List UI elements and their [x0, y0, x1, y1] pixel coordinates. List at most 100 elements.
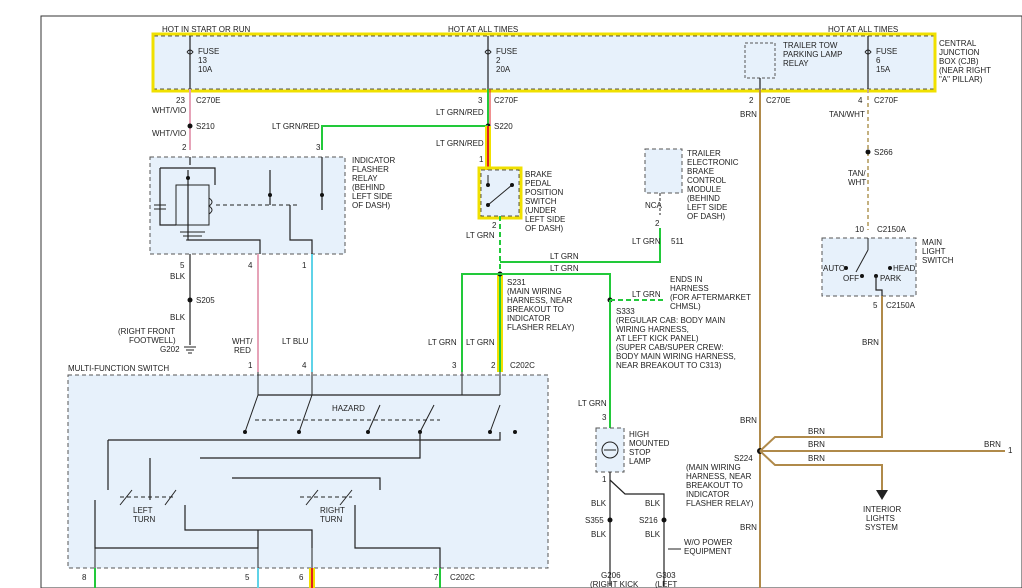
wire-label-brn-7: BRN [984, 440, 1001, 449]
splice-s210-dot [187, 123, 193, 129]
wire-label-lt-grn-3: LT GRN [550, 252, 579, 261]
svg-text:CONTROL: CONTROL [687, 176, 727, 185]
splice-s210: S210 [196, 122, 215, 131]
interior-lights-1: INTERIOR [863, 505, 901, 514]
cjb-highlight [151, 32, 937, 93]
wire-label-lt-grn-4: LT GRN [550, 264, 579, 273]
wire-brn-main-light [759, 316, 883, 452]
label-hot-all-times-1: HOT AT ALL TIMES [448, 25, 518, 34]
fuse-6: FUSE 6 15A [864, 36, 897, 89]
wire-label-tan-wht-2b: WHT [848, 178, 866, 187]
note-s333-3: WIRING HARNESS, [616, 325, 689, 334]
svg-text:PARK: PARK [880, 274, 902, 283]
note-s333-1: S333 [616, 307, 635, 316]
pin-flasher-4: 4 [248, 261, 253, 270]
connector-c2150a-bot: C2150A [886, 301, 916, 310]
left-turn-label-1: LEFT [133, 506, 153, 515]
svg-text:OFF: OFF [843, 274, 859, 283]
note-s224-4: BREAKOUT TO [686, 481, 743, 490]
splice-s216-dot [661, 517, 667, 523]
trailer-tow-relay: TRAILER TOW PARKING LAMP RELAY [744, 41, 842, 89]
svg-text:STOP: STOP [629, 448, 651, 457]
cjb-label-4: (NEAR RIGHT [939, 66, 991, 75]
pin-4: 4 [858, 96, 863, 105]
wire-label-brn-5: BRN [808, 440, 825, 449]
note-s224-6: FLASHER RELAY) [686, 499, 754, 508]
svg-text:AUTO: AUTO [823, 264, 845, 273]
svg-text:MAIN: MAIN [922, 238, 942, 247]
ground-g202-icon [184, 346, 196, 354]
note-s333-2: (REGULAR CAB: BODY MAIN [616, 316, 725, 325]
svg-text:13: 13 [198, 56, 207, 65]
cjb-label-5: "A" PILLAR) [939, 75, 983, 84]
pin-brake-1: 1 [479, 155, 484, 164]
note-s224-1: S224 [734, 454, 753, 463]
note-s333-7: NEAR BREAKOUT TO C313) [616, 361, 722, 370]
interior-lights-2: LIGHTS [866, 514, 895, 523]
note-s333-6: BODY MAIN WIRING HARNESS, [616, 352, 736, 361]
svg-text:10A: 10A [198, 65, 213, 74]
svg-text:TRAILER TOW: TRAILER TOW [783, 41, 838, 50]
connector-c270e-b: C270E [766, 96, 790, 105]
wire-label-lt-grn-7: LT GRN [632, 290, 661, 299]
wire-label-brn-4: BRN [808, 427, 825, 436]
connector-c202c-mid: C202C [510, 361, 535, 370]
note-wo-power-1: W/O POWER [684, 538, 733, 547]
note-s231-3: HARNESS, NEAR [507, 296, 573, 305]
note-s333-5: (SUPER CAB/SUPER CREW: [616, 343, 723, 352]
wire-label-blk-3: BLK [591, 499, 607, 508]
splice-s205-dot [187, 297, 193, 303]
svg-text:TRAILER: TRAILER [687, 149, 721, 158]
svg-text:MODULE: MODULE [687, 185, 721, 194]
interior-lights-3: SYSTEM [865, 523, 898, 532]
wire-label-tan-wht-1: TAN/WHT [829, 110, 865, 119]
left-turn-label-2: TURN [133, 515, 155, 524]
pin-bottom-6: 6 [299, 573, 304, 582]
pin-switch-10: 10 [855, 225, 864, 234]
wire-label-wht-red-1: WHT/ [232, 337, 253, 346]
connector-c270e-a: C270E [196, 96, 220, 105]
pin-mfs-4: 4 [302, 361, 307, 370]
svg-text:LEFT SIDE: LEFT SIDE [352, 192, 392, 201]
note-s231-5: INDICATOR [507, 314, 550, 323]
wire-label-wht-red-2: RED [234, 346, 251, 355]
wire-label-lt-grn-red-2: LT GRN/RED [272, 122, 320, 131]
cjb-label-1: CENTRAL [939, 39, 977, 48]
pin-brake-2: 2 [492, 221, 497, 230]
right-turn-label-1: RIGHT [320, 506, 345, 515]
note-ends-2: HARNESS [670, 284, 709, 293]
trailer-brake-control-module: TRAILER ELECTRONIC BRAKE CONTROL MODULE … [644, 148, 739, 221]
central-junction-box [153, 35, 935, 90]
svg-text:6: 6 [876, 56, 881, 65]
ground-g206-loc: (RIGHT KICK [590, 580, 639, 588]
wire-label-blk-4: BLK [645, 499, 661, 508]
svg-text:HIGH: HIGH [629, 430, 649, 439]
pin-mfs-2: 2 [491, 361, 496, 370]
svg-text:SWITCH: SWITCH [525, 197, 557, 206]
wire-label-brn-3: BRN [740, 523, 757, 532]
wire-label-blk-6: BLK [645, 530, 661, 539]
svg-text:LIGHT: LIGHT [922, 247, 946, 256]
ground-g303: G303 [656, 571, 676, 580]
wire-label-wht-vio-2: WHT/VIO [152, 129, 186, 138]
wire-blk-s216 [609, 479, 665, 586]
brake-pedal-position-switch: BRAKE PEDAL POSITION SWITCH (UNDER LEFT … [477, 166, 565, 233]
svg-text:RELAY: RELAY [352, 174, 378, 183]
note-s224-2: (MAIN WIRING [686, 463, 741, 472]
pin-2: 2 [749, 96, 754, 105]
connector-c270f-a: C270F [494, 96, 518, 105]
wire-label-lt-grn-8: LT GRN [578, 399, 607, 408]
high-mounted-stop-lamp: HIGH MOUNTED STOP LAMP [595, 427, 670, 473]
wire-label-blk-1: BLK [170, 272, 186, 281]
ground-g303-loc: (LEFT [655, 580, 677, 588]
svg-text:RELAY: RELAY [783, 59, 809, 68]
cjb-label-2: JUNCTION [939, 48, 980, 57]
wire-label-lt-grn-red-1: LT GRN/RED [436, 108, 484, 117]
wire-label-blk-2: BLK [170, 313, 186, 322]
wire-label-lt-grn-1: LT GRN [466, 231, 495, 240]
pin-bottom-8: 8 [82, 573, 87, 582]
pin-flasher-2: 2 [182, 143, 187, 152]
ground-g202-line2: FOOTWELL) [129, 336, 176, 345]
svg-text:(BEHIND: (BEHIND [352, 183, 385, 192]
fuse-13: FUSE 13 10A [186, 36, 219, 89]
